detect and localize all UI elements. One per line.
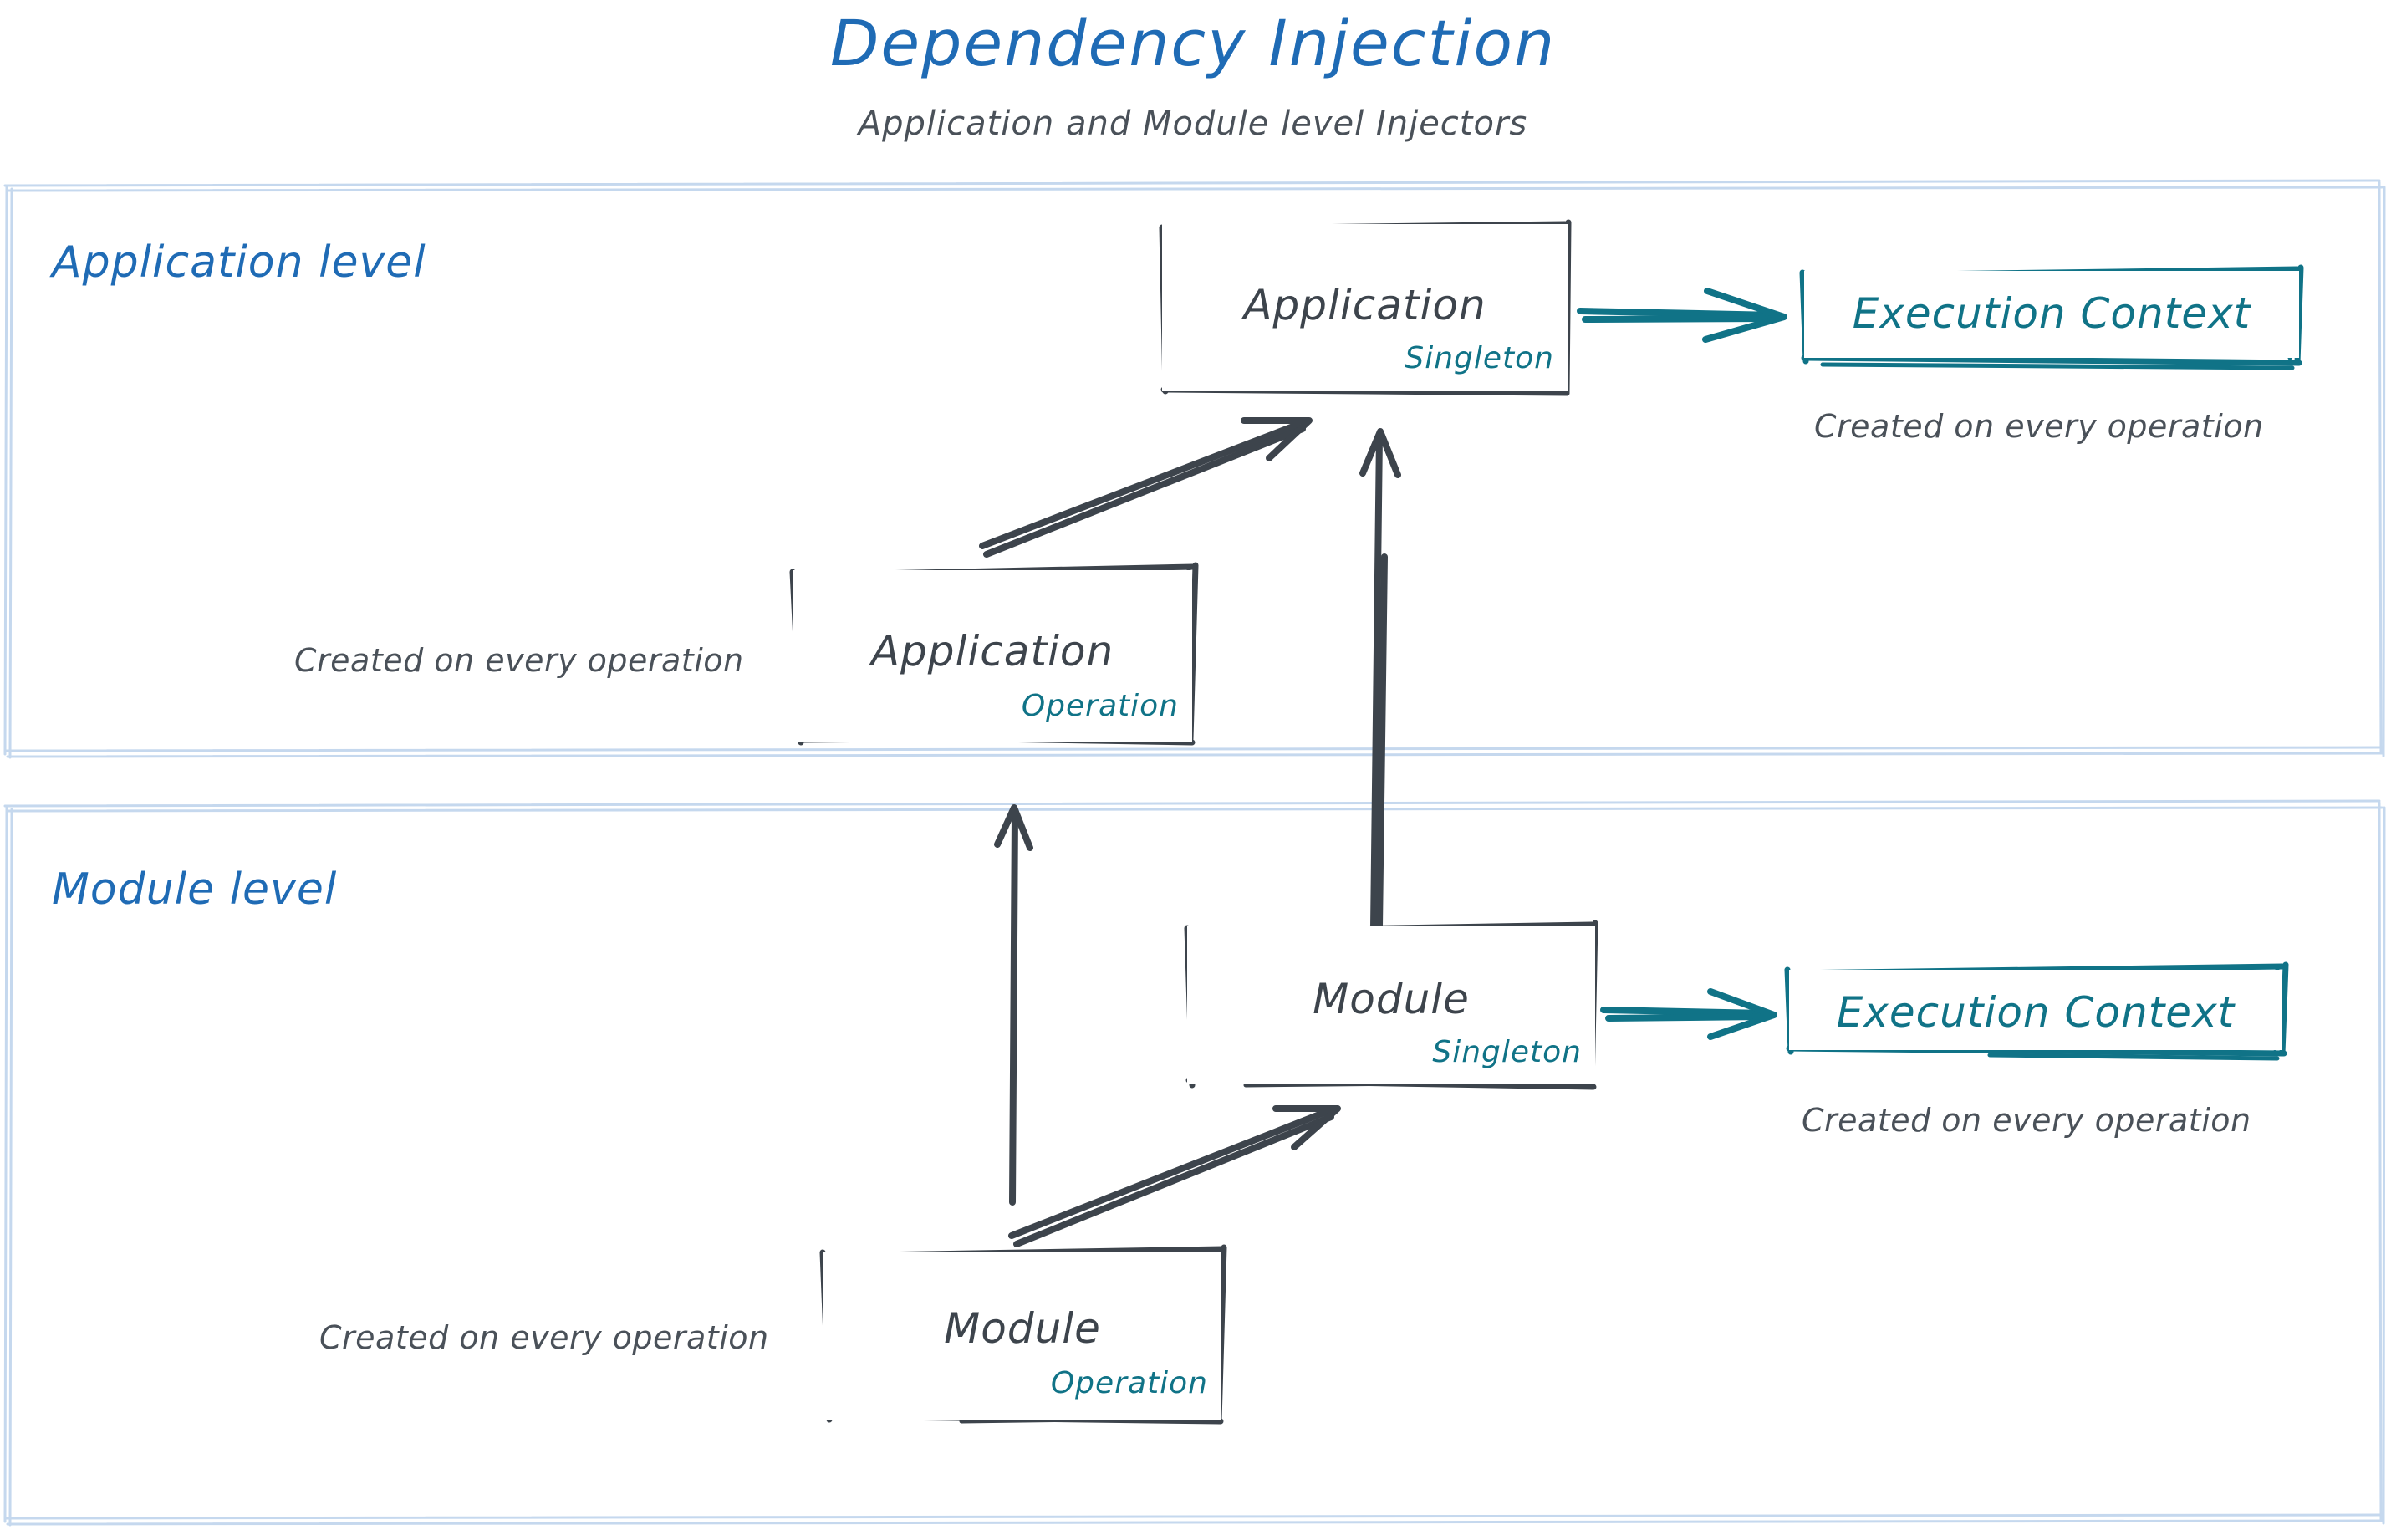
node-title: Module bbox=[1313, 975, 1470, 1023]
page-title: Dependency Injection bbox=[829, 6, 1557, 80]
exec-context-module[interactable]: Execution Context bbox=[1789, 970, 2282, 1050]
panel-module-level-border bbox=[3, 799, 2386, 1527]
exec-context-application[interactable]: Execution Context bbox=[1804, 271, 2299, 358]
node-scope-badge: Singleton bbox=[1405, 341, 1554, 375]
note-exec-context-module: Created on every operation bbox=[1802, 1102, 2251, 1139]
note-exec-context-application: Created on every operation bbox=[1814, 408, 2264, 445]
arrow-mod-operation-to-mod-singleton bbox=[1008, 1105, 1341, 1247]
arrow-app-singleton-to-exec-context bbox=[1577, 288, 1787, 343]
page-subtitle: Application and Module level Injectors bbox=[858, 105, 1528, 143]
panel-title-module-level: Module level bbox=[52, 864, 338, 915]
node-scope-badge: Operation bbox=[1021, 689, 1179, 723]
exec-context-label: Execution Context bbox=[1852, 289, 2251, 338]
node-module-singleton[interactable]: Module Singleton bbox=[1187, 926, 1595, 1084]
arrow-mod-singleton-to-exec-context bbox=[1600, 988, 1777, 1040]
node-application-operation[interactable]: Application Operation bbox=[793, 570, 1192, 742]
node-application-singleton[interactable]: Application Singleton bbox=[1162, 224, 1568, 391]
node-module-operation[interactable]: Module Operation bbox=[823, 1252, 1221, 1420]
note-application-operation: Created on every operation bbox=[294, 642, 744, 679]
node-title: Application bbox=[1243, 281, 1486, 329]
node-scope-badge: Operation bbox=[1050, 1366, 1208, 1400]
exec-context-label: Execution Context bbox=[1836, 988, 2236, 1037]
arrow-app-operation-to-app-singleton bbox=[979, 417, 1313, 558]
arrow-mod-operation-to-app-operation bbox=[994, 804, 1033, 1206]
panel-title-application-level: Application level bbox=[52, 237, 426, 288]
note-module-operation: Created on every operation bbox=[319, 1319, 769, 1356]
node-title: Module bbox=[944, 1304, 1101, 1353]
arrow-mod-singleton-to-app-singleton bbox=[1359, 428, 1401, 931]
panel-application-level-border bbox=[3, 179, 2386, 759]
node-scope-badge: Singleton bbox=[1432, 1035, 1582, 1069]
node-title: Application bbox=[870, 627, 1114, 676]
